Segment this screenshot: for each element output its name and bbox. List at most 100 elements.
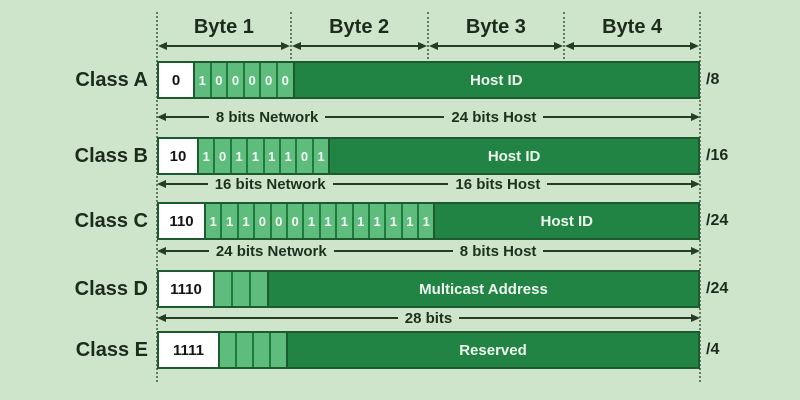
network-bit-cell: 1 (353, 204, 370, 238)
network-bit-cell: 1 (402, 204, 420, 238)
measure-label: 8 bits Network (215, 108, 319, 126)
bits-measure-arrow: 24 bits Network 8 bits Host (157, 242, 700, 260)
bits-measure-arrow: 28 bits (157, 310, 700, 327)
network-bit-cell: 0 (255, 204, 272, 238)
cidr-label: /4 (706, 341, 720, 358)
network-bit-cell: 1 (248, 139, 265, 173)
arrowhead-right-icon (690, 42, 699, 50)
network-bit-cell (233, 272, 251, 306)
cidr-label: /24 (706, 280, 729, 297)
arrowhead-right-icon (417, 42, 427, 50)
prefix-bits-cell: 1111 (159, 333, 220, 367)
arrow-line (166, 183, 208, 185)
byte-header-label: Byte 4 (602, 16, 663, 38)
network-bit-cell: 1 (313, 139, 331, 173)
field-label: Host ID (540, 212, 593, 230)
cidr-label: /8 (706, 71, 720, 88)
cidr-label: /16 (706, 147, 729, 164)
arrow-line (574, 45, 690, 47)
bits-measure-arrow: 8 bits Network 24 bits Host (157, 108, 700, 126)
network-bit-cell: 1 (222, 204, 239, 238)
byte-header-arrow (158, 38, 290, 54)
network-bit-cell: 0 (211, 63, 229, 97)
network-bit-cell: 1 (320, 204, 338, 238)
field-label: Host ID (487, 147, 541, 165)
arrowhead-right-icon (280, 42, 290, 50)
network-bit-cell: 0 (215, 139, 232, 173)
prefix-bits-cell: 10 (159, 139, 199, 173)
address-bar-d: 1110 Multicast Address (157, 270, 700, 308)
network-bit-cell (271, 333, 288, 367)
network-bit-cell: 1 (206, 204, 223, 238)
address-bar-e: 1111 Reserved (157, 331, 700, 369)
prefix-bits-cell: 1110 (159, 272, 215, 306)
measure-label: 8 bits Host (459, 242, 537, 260)
class-label-d: Class D (74, 278, 148, 300)
byte-header-arrow (291, 38, 427, 54)
network-bit-cell: 0 (244, 63, 262, 97)
arrowhead-left-icon (157, 113, 166, 121)
measure-label: 24 bits Host (451, 108, 537, 126)
network-bit-cell: 1 (280, 139, 298, 173)
arrowhead-right-icon (691, 113, 700, 121)
arrow-line (166, 317, 398, 319)
network-bit-cell: 0 (271, 204, 288, 238)
arrow-line (166, 250, 209, 252)
arrowhead-left-icon (158, 42, 167, 50)
class-label-a: Class A (75, 69, 148, 91)
arrowhead-right-icon (691, 314, 700, 322)
measure-label: 16 bits Host (455, 175, 541, 193)
arrow-line (300, 45, 418, 47)
field-label: Multicast Address (419, 280, 548, 298)
class-label-c: Class C (74, 210, 148, 232)
arrow-line (167, 45, 281, 47)
arrow-line (333, 250, 453, 252)
arrowhead-right-icon (691, 247, 700, 255)
arrow-line (332, 183, 449, 185)
network-bit-cell: 1 (386, 204, 403, 238)
network-bit-cell: 1 (419, 204, 436, 238)
prefix-bits-cell: 110 (159, 204, 206, 238)
network-bit-cell: 1 (304, 204, 321, 238)
network-bit-cell: 1 (264, 139, 281, 173)
arrowhead-left-icon (291, 42, 301, 50)
network-bit-cell: 0 (261, 63, 278, 97)
network-bit-cell: 1 (195, 63, 212, 97)
arrow-line (166, 116, 209, 118)
network-bit-cell (215, 272, 233, 306)
arrowhead-right-icon (554, 42, 564, 50)
network-bit-cell: 1 (238, 204, 256, 238)
grid-dotted-line-right (699, 12, 701, 382)
grid-dotted-line-left (156, 12, 158, 382)
byte-header-label: Byte 2 (329, 16, 390, 38)
arrow-line (547, 183, 691, 185)
arrowhead-left-icon (157, 314, 166, 322)
network-bit-cell (251, 272, 269, 306)
network-bit-cell: 0 (297, 139, 314, 173)
arrow-line (543, 250, 691, 252)
arrow-line (437, 45, 555, 47)
arrowhead-left-icon (565, 42, 575, 50)
prefix-bits-cell: 0 (159, 63, 195, 97)
network-bit-cell: 1 (199, 139, 216, 173)
field-label: Host ID (470, 71, 523, 89)
network-bit-cell (220, 333, 237, 367)
byte-header-label: Byte 3 (465, 16, 526, 38)
network-bit-cell (237, 333, 254, 367)
grid-dotted-line-byte2-3 (426, 12, 429, 59)
bits-measure-arrow: 16 bits Network 16 bits Host (157, 175, 700, 193)
byte-header-label: Byte 1 (193, 16, 254, 38)
network-bit-cell: 1 (369, 204, 387, 238)
measure-label: 24 bits Network (215, 242, 327, 260)
arrowhead-right-icon (691, 180, 700, 188)
class-label-e: Class E (75, 339, 148, 361)
arrowhead-left-icon (157, 180, 166, 188)
field-label: Reserved (459, 341, 527, 359)
arrow-line (543, 116, 691, 118)
class-label-b: Class B (74, 145, 148, 167)
byte-header-arrow (565, 38, 699, 54)
measure-label: 16 bits Network (214, 175, 326, 193)
